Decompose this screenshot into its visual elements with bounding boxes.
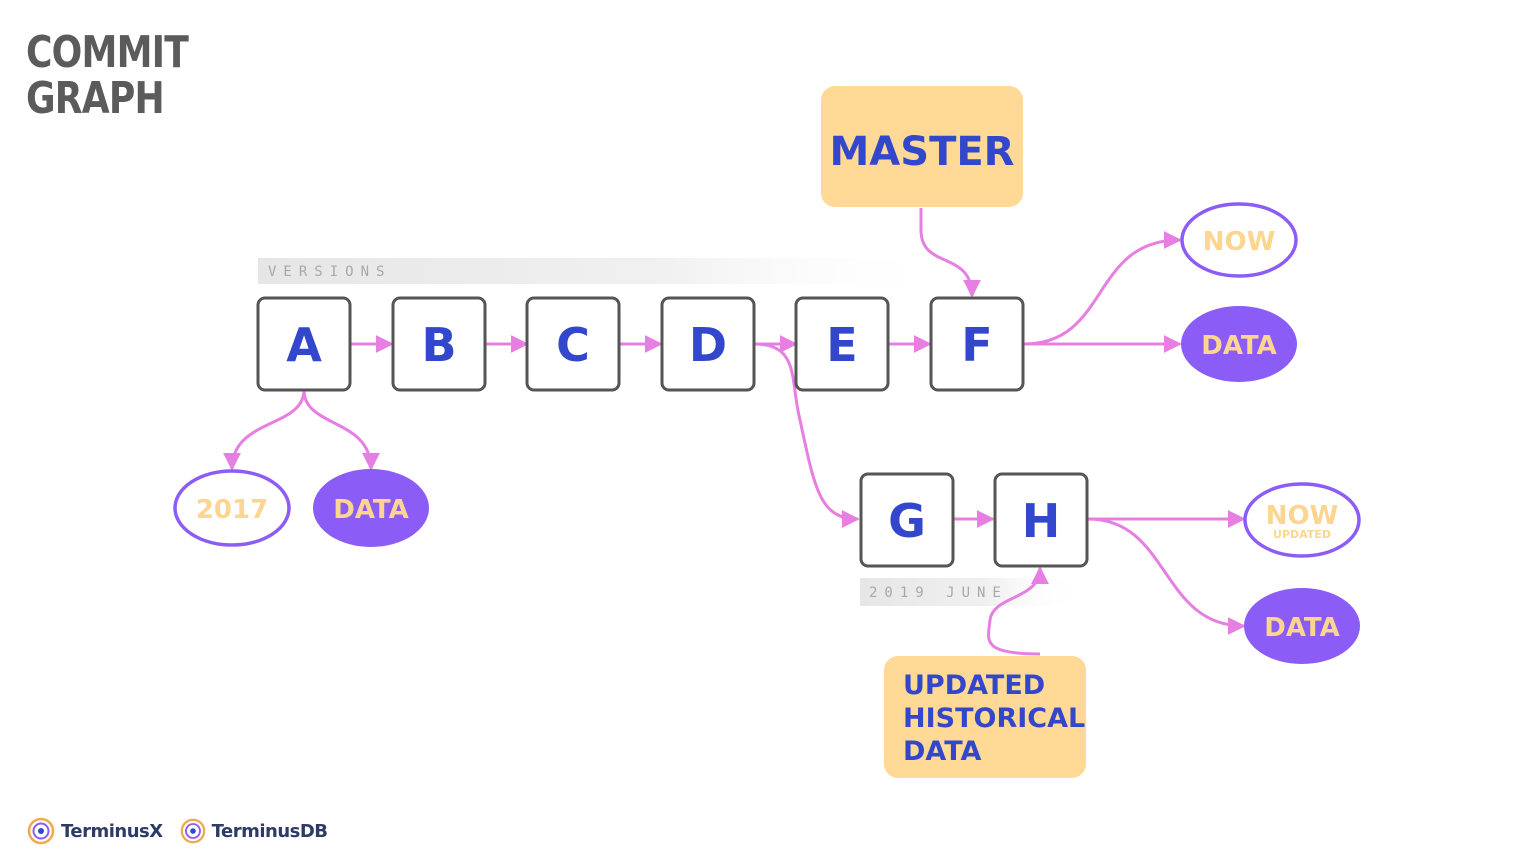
commit-c-label: C xyxy=(556,318,590,372)
commit-e-label: E xyxy=(826,318,857,372)
edge-f-time xyxy=(1023,231,1182,346)
edges xyxy=(223,208,1246,656)
a-data-label: DATA xyxy=(333,495,409,525)
f-time-label: NOW xyxy=(1203,227,1276,257)
terminusdb-name: TerminusDB xyxy=(211,820,328,842)
commit-c: C xyxy=(525,296,621,392)
a-time-ellipse: 2017 xyxy=(173,469,291,547)
h-time-sub-label: UPDATED xyxy=(1273,528,1331,541)
versions-band-label: VERSIONS xyxy=(268,264,391,280)
h-data-ellipse: DATA xyxy=(1244,588,1360,664)
master-tag: MASTER xyxy=(821,86,1023,207)
date-band: 2019 JUNE xyxy=(860,578,1080,606)
a-data-ellipse: DATA xyxy=(313,469,429,547)
commit-a-label: A xyxy=(286,318,322,372)
footer-brands: TerminusX TerminusDB xyxy=(26,816,328,846)
edge-master-f xyxy=(919,208,981,298)
edge-updated-h xyxy=(987,566,1049,656)
updated-tag-line-3: DATA xyxy=(903,736,982,767)
commit-e: E xyxy=(794,296,890,392)
title-line-1: COMMIT xyxy=(26,27,189,78)
title-line-2: GRAPH xyxy=(26,73,165,124)
f-data-label: DATA xyxy=(1201,331,1277,361)
date-band-label: 2019 JUNE xyxy=(869,585,1008,601)
h-data-label: DATA xyxy=(1264,613,1340,643)
terminusdb-brand: TerminusDB xyxy=(179,817,328,845)
terminusdb-logo-icon xyxy=(179,817,207,845)
commit-f-label: F xyxy=(961,318,992,372)
commit-h-label: H xyxy=(1022,494,1061,548)
edge-d-g xyxy=(753,342,860,528)
a-time-label: 2017 xyxy=(196,495,268,525)
commit-b: B xyxy=(391,296,487,392)
page-title: COMMIT GRAPH xyxy=(26,27,189,124)
commit-a: A xyxy=(256,296,352,392)
commit-b-label: B xyxy=(421,318,456,372)
commit-d: D xyxy=(660,296,756,392)
terminusx-name: TerminusX xyxy=(61,820,163,842)
updated-tag-line-2: HISTORICAL xyxy=(903,703,1085,734)
commit-g-label: G xyxy=(888,494,926,548)
edge-h-data xyxy=(1087,517,1246,635)
versions-band: VERSIONS xyxy=(258,258,948,284)
commit-g: G xyxy=(859,472,955,568)
commit-h: H xyxy=(993,472,1089,568)
terminusx-brand: TerminusX xyxy=(26,816,163,846)
master-tag-label: MASTER xyxy=(830,129,1015,175)
h-time-ellipse: NOW UPDATED xyxy=(1243,482,1361,558)
updated-historical-data-tag: UPDATED HISTORICAL DATA xyxy=(884,656,1086,778)
commit-f: F xyxy=(929,296,1025,392)
edge-a-data xyxy=(302,389,380,471)
f-time-ellipse: NOW xyxy=(1180,202,1298,278)
f-data-ellipse: DATA xyxy=(1181,306,1297,382)
updated-tag-line-1: UPDATED xyxy=(903,670,1045,701)
h-time-label: NOW xyxy=(1266,501,1339,531)
commit-d-label: D xyxy=(689,318,727,372)
terminusx-logo-icon xyxy=(26,816,56,846)
edge-a-time xyxy=(223,389,306,471)
